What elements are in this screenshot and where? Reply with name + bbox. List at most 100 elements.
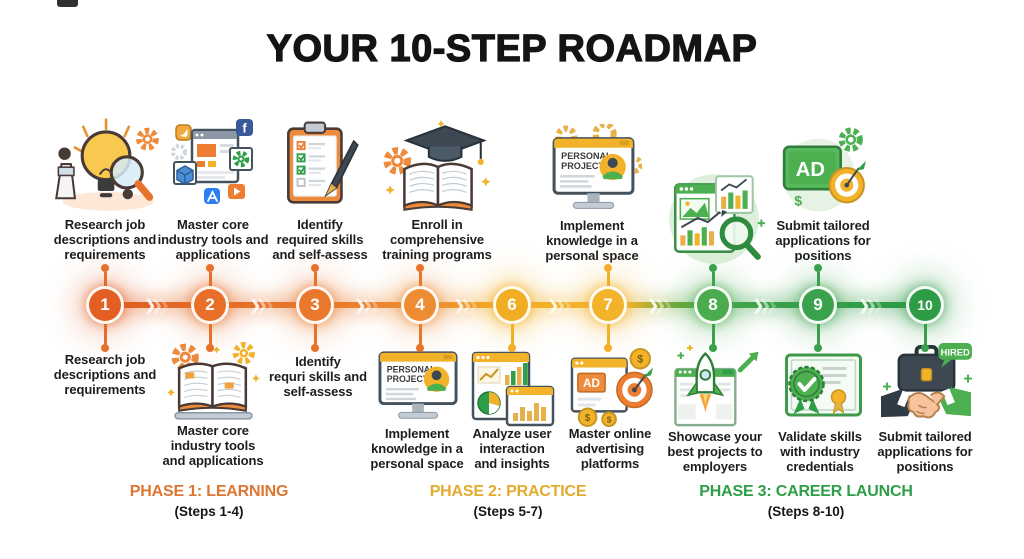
connector-dot [604,264,612,272]
chevron-arrows: ❯❯❯ [249,297,275,313]
chevron-arrows: ❯❯❯ [453,297,479,313]
connector-line [418,272,422,287]
connector-line [606,272,610,287]
bottom-caption-step-6: Analyze user interaction and insights [472,426,552,471]
connector-dot [311,264,319,272]
connector-dot [101,264,109,272]
svg-text:AD: AD [796,159,825,181]
top-caption-step-4: Enroll in comprehensive training program… [382,217,492,262]
connector-dot [709,344,717,352]
checklist-clipboard-icon [287,121,359,204]
connector-line [313,322,317,346]
phase-2-label-group: PHASE 2: PRACTICE (Steps 5-7) [358,483,658,519]
bottom-caption-step-9: Validate skills with industry credential… [778,429,862,474]
person-lightbulb-magnifier-icon [55,118,159,211]
connector-line [208,322,212,346]
svg-text:PERSONAL: PERSONAL [561,151,612,161]
phase-3-range: (Steps 8-10) [767,504,845,519]
personal-project-monitor-icon: PERSONAL PROJECT [378,351,458,419]
book-gears-icon [167,342,260,420]
book-graduation-cap-icon [383,120,491,211]
chevron-arrows: ❯❯❯ [354,297,380,313]
ad-target-coins-icon: AD $ $ $ [570,347,653,427]
step-circle-2: 2 [191,286,229,324]
connector-dot [311,344,319,352]
step-circle-7: 7 [589,286,627,324]
chevron-arrows: ❯❯❯ [858,297,884,313]
step-circle-3: 3 [296,286,334,324]
charts-analytics-icon [471,351,555,427]
connector-dot [416,344,424,352]
svg-text:$: $ [607,415,612,425]
top-caption-step-2: Master core industry tools and applicati… [157,217,269,262]
connector-line [208,272,212,287]
phase-2-range: (Steps 5-7) [473,504,543,519]
phase-1-range: (Steps 1-4) [174,504,244,519]
svg-text:AD: AD [583,377,600,390]
connector-dot [508,344,516,352]
phase-2-title: PHASE 2: PRACTICE [429,483,587,500]
connector-dot [101,344,109,352]
connector-dot [814,344,822,352]
connector-dot [206,264,214,272]
step-circle-6: 6 [493,286,531,324]
handshake-briefcase-hired-icon: HIRED [881,342,972,419]
connector-line [923,322,927,346]
personal-project-monitor-icon: PERSONAL PROJECT [552,124,642,209]
connector-dot [604,344,612,352]
connector-line [103,272,107,287]
connector-line [816,272,820,287]
step-circle-1: 1 [86,286,124,324]
cropped-corner-artifact [57,0,78,7]
phase-3-title: PHASE 3: CAREER LAUNCH [699,483,913,500]
page-title: YOUR 10-STEP ROADMAP [266,27,758,70]
analytics-magnifier-icon [669,174,765,264]
bottom-caption-step-2: Master core industry tools and applicati… [162,423,264,468]
connector-dot [206,344,214,352]
connector-line [510,322,514,346]
svg-text:PROJECT: PROJECT [561,161,604,171]
svg-text:$: $ [637,354,643,366]
rocket-launch-browser-icon [674,344,759,427]
svg-text:f: f [242,121,247,136]
bottom-caption-step-4: Implement knowledge in a personal space [370,426,464,471]
bottom-caption-step-3: Identify requri skills and self-assess [268,354,367,399]
chevron-arrows: ❯❯❯ [547,297,573,313]
top-caption-step-1: Research job descriptions and requiremen… [53,217,157,262]
step-circle-10: 10 [906,286,944,324]
svg-text:PERSONAL: PERSONAL [387,364,436,374]
apps-collage-icon: f [171,119,253,204]
step-circle-9: 9 [799,286,837,324]
chevron-arrows: ❯❯❯ [144,297,170,313]
phase-1-title: PHASE 1: LEARNING [129,483,289,500]
connector-dot [416,264,424,272]
connector-line [103,322,107,346]
ad-target-gear-icon: AD $ [782,127,866,212]
top-caption-step-9: Submit tailored applications for positio… [775,218,871,263]
svg-text:HIRED: HIRED [941,346,970,357]
phase-1-label-group: PHASE 1: LEARNING (Steps 1-4) [59,483,359,519]
bottom-caption-step-8: Showcase your best projects to employers [667,429,763,474]
connector-line [816,322,820,346]
connector-dot [709,264,717,272]
chevron-arrows: ❯❯❯ [647,297,673,313]
phase-3-label-group: PHASE 3: CAREER LAUNCH (Steps 8-10) [656,483,956,519]
bottom-caption-step-7: Master online advertising platforms [568,426,652,471]
connector-line [606,322,610,346]
top-caption-step-3: Identify required skills and self-assess [272,217,368,262]
step-circle-4: 4 [401,286,439,324]
connector-dot [921,344,929,352]
bottom-caption-step-10: Submit tailored applications for positio… [877,429,973,474]
svg-text:$: $ [585,413,591,424]
svg-text:$: $ [794,192,802,208]
connector-line [711,272,715,287]
connector-line [711,322,715,346]
connector-line [418,322,422,346]
bottom-caption-step-1: Research job descriptions and requiremen… [53,352,157,397]
svg-text:PROJECT: PROJECT [387,374,429,384]
connector-line [313,272,317,287]
certificate-badge-icon [785,353,862,417]
chevron-arrows: ❯❯❯ [752,297,778,313]
step-circle-8: 8 [694,286,732,324]
